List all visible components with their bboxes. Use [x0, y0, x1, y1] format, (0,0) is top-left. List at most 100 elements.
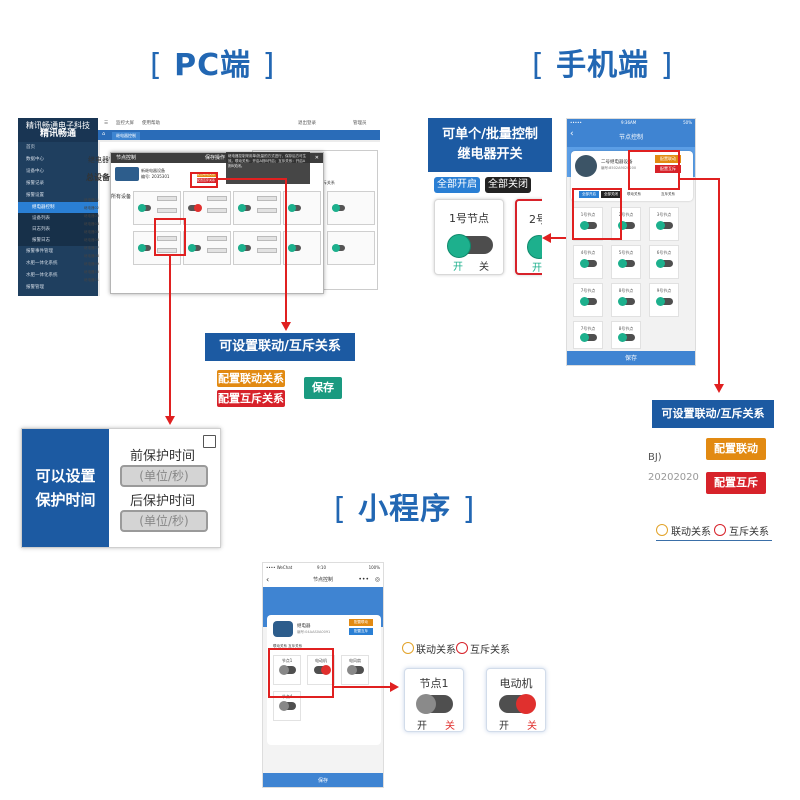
pc-top-logout[interactable]: 退出登录 [298, 121, 316, 126]
target-icon[interactable]: ◎ [374, 576, 380, 583]
pc-nav-item[interactable]: 水肥一体化系统 [26, 273, 58, 278]
pc-top-screen[interactable]: 监控大屏 [116, 121, 134, 126]
all-off-button[interactable]: 全部关闭 [601, 191, 621, 198]
pre-time-input[interactable] [257, 236, 277, 241]
post-time-input[interactable] [257, 248, 277, 253]
pc-node-card[interactable] [233, 191, 281, 225]
close-icon[interactable]: ✕ [314, 155, 319, 161]
mp-node[interactable]: 电动机 [307, 655, 335, 685]
config-link-button[interactable]: 配置联动 [349, 619, 373, 626]
post-time-input[interactable]: (单位/秒) [120, 510, 208, 532]
config-mutex-button[interactable]: 配置互斥 [706, 472, 766, 494]
toggle-switch[interactable] [447, 234, 493, 258]
menu-icon[interactable]: ☰ [104, 121, 109, 126]
pc-nav-item[interactable]: 数据中心 [26, 157, 44, 162]
phone-node[interactable]: 6号节点 [649, 245, 679, 279]
pc-nav-item[interactable]: 日志列表 [18, 224, 98, 235]
post-time-input[interactable] [157, 208, 177, 213]
phone-node[interactable]: 7号节点 [573, 283, 603, 317]
toggle-switch[interactable] [416, 694, 453, 714]
pre-time-input[interactable] [257, 196, 277, 201]
pc-nav-item[interactable]: 设备列表 [18, 213, 98, 224]
list-item[interactable]: 继电器05 [84, 230, 99, 234]
all-on-button[interactable]: 全部开启 [579, 191, 599, 198]
phone-node[interactable]: 1号节点 [573, 207, 603, 241]
list-item[interactable]: 继电器11 [84, 278, 99, 282]
toggle-switch[interactable] [580, 297, 597, 306]
back-icon[interactable]: ‹ [266, 575, 270, 584]
toggle-switch[interactable] [618, 297, 635, 306]
toggle-switch[interactable] [332, 204, 345, 212]
pc-node-card[interactable] [233, 231, 281, 265]
pc-node-card[interactable] [283, 191, 321, 225]
pre-time-input[interactable] [207, 236, 227, 241]
post-time-input[interactable] [207, 248, 227, 253]
home-icon[interactable]: ⌂ [102, 131, 106, 137]
pc-nav-item[interactable]: 报警管理 [26, 285, 44, 290]
toggle-switch[interactable] [656, 259, 673, 268]
pc-nav-item[interactable]: 水肥一体化系统 [26, 261, 58, 266]
toggle-switch[interactable] [314, 665, 331, 675]
list-item[interactable]: 继电器08 [84, 254, 99, 258]
toggle-switch[interactable] [188, 244, 201, 252]
pc-node-card[interactable] [327, 231, 375, 265]
list-item[interactable]: 继电器02 [84, 206, 99, 210]
post-time-input[interactable] [257, 208, 277, 213]
phone-node[interactable]: 8号节点 [611, 283, 641, 317]
list-item[interactable]: 继电器07 [84, 246, 99, 250]
phone-node[interactable]: 3号节点 [649, 207, 679, 241]
config-link-button[interactable]: 配置联动 [655, 155, 681, 163]
list-item[interactable]: 继电器06 [84, 238, 99, 242]
pc-node-card[interactable] [283, 231, 321, 265]
toggle-switch[interactable] [580, 259, 597, 268]
mp-node[interactable]: 节点1 [273, 655, 301, 685]
config-mutex-button[interactable]: 配置互斥关系 [197, 178, 217, 183]
all-on-button[interactable]: 全部开启 [434, 177, 480, 193]
phone-node[interactable]: 8号节点 [611, 321, 641, 349]
phone-node[interactable]: 2号节点 [611, 207, 641, 241]
toggle-switch[interactable] [238, 204, 251, 212]
mp-node[interactable]: 电风扇 [341, 655, 369, 685]
toggle-switch[interactable] [656, 297, 673, 306]
list-item[interactable]: 继电器04 [84, 222, 99, 226]
toggle-switch[interactable] [188, 204, 202, 212]
pc-top-help[interactable]: 使用帮助 [142, 121, 160, 126]
node-card[interactable]: 1号节点 开 关 [434, 199, 504, 275]
pc-nav-item-relay[interactable]: 继电器控制 [18, 202, 98, 213]
toggle-switch[interactable] [618, 333, 635, 342]
pc-node-card[interactable] [183, 231, 231, 265]
list-item[interactable]: 继电器01 [84, 198, 99, 202]
pc-node-card[interactable] [183, 191, 231, 225]
more-icon[interactable]: ••• [358, 576, 369, 583]
pc-top-user[interactable]: 管理员 [353, 121, 367, 126]
toggle-switch[interactable] [499, 694, 536, 714]
toggle-switch[interactable] [618, 259, 635, 268]
radio-link[interactable] [656, 524, 668, 536]
toggle-switch[interactable] [288, 204, 301, 212]
node-card-2[interactable]: 电动机 开 关 [486, 668, 546, 732]
list-item[interactable]: 继电器10 [84, 270, 99, 274]
toggle-switch[interactable] [580, 333, 597, 342]
save-button[interactable]: 保存 [263, 773, 383, 787]
save-button[interactable]: 保存 [567, 351, 695, 365]
radio-link[interactable] [402, 642, 414, 654]
pc-node-card[interactable] [327, 191, 375, 225]
pc-nav-item[interactable]: 设备中心 [26, 169, 44, 174]
node-card-1[interactable]: 节点1 开 关 [404, 668, 464, 732]
toggle-switch[interactable] [279, 701, 296, 711]
config-mutex-button[interactable]: 配置互斥关系 [217, 390, 285, 407]
toggle-switch[interactable] [279, 665, 296, 675]
toggle-switch[interactable] [138, 204, 151, 212]
post-time-input[interactable] [207, 208, 227, 213]
pc-nav-item[interactable]: 首页 [26, 145, 35, 150]
config-mutex-button[interactable]: 配置互斥 [655, 165, 681, 173]
all-off-button[interactable]: 全部关闭 [485, 177, 531, 193]
config-mutex-button[interactable]: 配置互斥 [349, 628, 373, 635]
phone-node[interactable]: 4号节点 [573, 245, 603, 279]
toggle-switch[interactable] [580, 221, 597, 230]
checkbox[interactable] [203, 435, 216, 448]
phone-node[interactable]: 9号节点 [649, 283, 679, 317]
toggle-switch[interactable] [288, 244, 301, 252]
radio-mutex[interactable] [714, 524, 726, 536]
toggle-switch[interactable] [138, 244, 151, 252]
